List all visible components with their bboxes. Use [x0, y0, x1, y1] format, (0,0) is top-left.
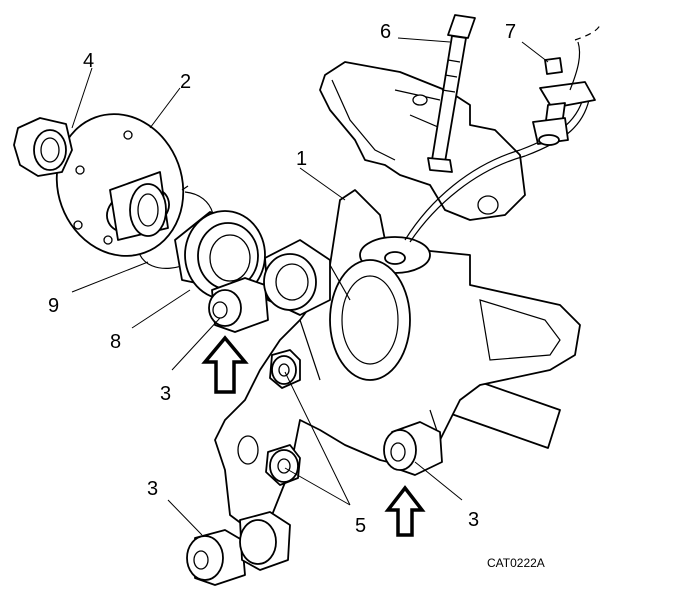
callout-6: 6: [380, 21, 391, 43]
callout-9: 9: [48, 295, 59, 317]
callout-4: 4: [83, 50, 94, 72]
callout-7: 7: [505, 21, 516, 43]
bush-loose: [263, 239, 331, 316]
callout-2: 2: [180, 71, 191, 93]
bush-3-upper: [208, 277, 269, 333]
figure-code: CAT0222A: [487, 556, 545, 570]
callout-3-lower-left: 3: [147, 478, 158, 500]
callout-5: 5: [355, 515, 366, 537]
caliper-bracket: [319, 61, 526, 221]
speed-sensor-7: [532, 41, 596, 146]
callout-3-upper: 3: [160, 383, 171, 405]
callout-1: 1: [296, 148, 307, 170]
callout-8: 8: [110, 331, 121, 353]
callout-3-lower-right: 3: [468, 509, 479, 531]
hub-flange-2: [55, 113, 185, 257]
arrow-lower: [384, 485, 426, 537]
hub-nut-4: [13, 117, 73, 177]
bush-3-right: [383, 421, 443, 476]
leader-lines: [71, 37, 549, 536]
hub-knuckle: [214, 189, 581, 531]
callout-labels: 4 2 1 6 7 9 8 3 3 5 3 CAT0222A: [48, 21, 545, 570]
bearing-8: [174, 210, 266, 300]
bush-3-lower: [186, 511, 291, 586]
sensor-lead: [404, 24, 601, 243]
arrow-upper: [201, 335, 249, 394]
bolt-6: [427, 14, 476, 173]
